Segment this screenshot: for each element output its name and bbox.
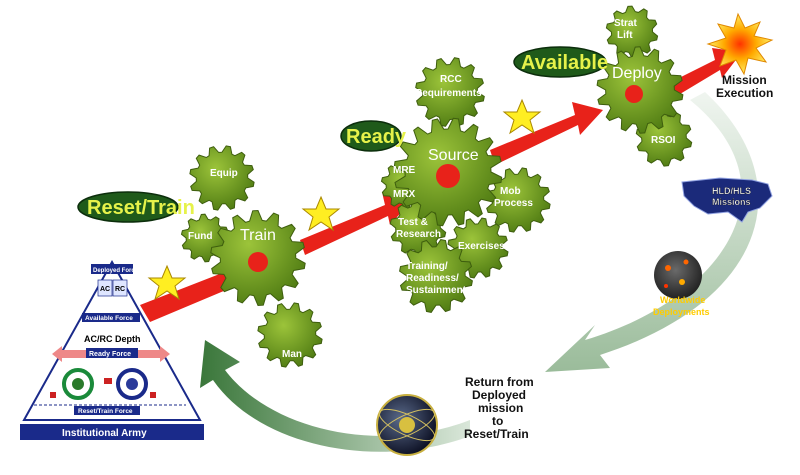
phase-reset-train-label: Reset/Train bbox=[87, 197, 195, 219]
star-icon bbox=[502, 98, 542, 135]
gear-label-train: Train bbox=[240, 227, 276, 244]
mission-execution-line2: Execution bbox=[716, 86, 773, 100]
return-line2: Deployed bbox=[472, 388, 526, 402]
return-line5: Reset/Train bbox=[464, 427, 529, 441]
world-globe-icon bbox=[654, 251, 702, 299]
army-seal-emblem bbox=[376, 394, 438, 456]
phase-ready-label: Ready bbox=[346, 126, 407, 148]
gear-label-rcc-2: Requirements bbox=[415, 88, 482, 99]
pyramid-ready-force: Ready Force bbox=[89, 351, 131, 358]
gear-label-rsoi: RSOI bbox=[651, 135, 676, 146]
phase-available: Available bbox=[513, 46, 608, 78]
gear-label-man: Man bbox=[282, 349, 302, 360]
gear-label-test-2: Research bbox=[396, 229, 441, 240]
return-arrow-right-band bbox=[545, 92, 759, 372]
pyramid-ac: AC bbox=[100, 286, 110, 293]
star-icon bbox=[147, 264, 187, 301]
force-pyramid: Deployed Force AC RC Available Force AC/… bbox=[20, 259, 204, 440]
pyramid-deployed-force: Deployed Force bbox=[93, 268, 139, 274]
source-gear-hub bbox=[436, 164, 460, 188]
gear-label-exercises: Exercises bbox=[458, 241, 505, 252]
gear-clusters bbox=[180, 5, 693, 368]
return-line4: to bbox=[492, 414, 503, 428]
gear-label-test-1: Test & bbox=[398, 217, 428, 228]
star-markers bbox=[147, 98, 542, 301]
gear-label-strat-1: Strat bbox=[614, 18, 637, 29]
worldwide-line1: Worldwide bbox=[660, 295, 705, 305]
pyramid-rc: RC bbox=[115, 286, 125, 293]
rsoi-gear bbox=[635, 109, 693, 167]
gear-label-mre: MRE bbox=[393, 165, 416, 176]
gear-label-trs-2: Readiness/ bbox=[406, 273, 459, 284]
us-map-icon bbox=[681, 177, 773, 223]
phase-reset-train: Reset/Train bbox=[77, 191, 195, 223]
training-gear bbox=[399, 239, 473, 313]
phase-available-label: Available bbox=[521, 52, 608, 74]
gear-label-trs-1: Training/ bbox=[406, 261, 448, 272]
gear-label-deploy: Deploy bbox=[612, 65, 662, 82]
explosion-burst-icon bbox=[706, 12, 774, 76]
phase-ready: Ready bbox=[340, 120, 407, 152]
pyramid-reset-train-force: Reset/Train Force bbox=[78, 408, 133, 415]
deploy-gear-hub bbox=[625, 85, 643, 103]
strat-lift-gear bbox=[605, 5, 659, 59]
rcc-gear bbox=[415, 57, 485, 127]
hld-line1: HLD/HLS bbox=[712, 186, 751, 196]
gear-label-rcc-1: RCC bbox=[440, 74, 462, 85]
train-gear-hub bbox=[248, 252, 268, 272]
gear-label-mob-1: Mob bbox=[500, 186, 521, 197]
pyramid-acrc-depth: AC/RC Depth bbox=[84, 334, 141, 344]
mission-execution-line1: Mission bbox=[722, 73, 767, 87]
gear-label-strat-2: Lift bbox=[617, 30, 633, 41]
pyramid-available-force: Available Force bbox=[85, 315, 133, 322]
return-line1: Return from bbox=[465, 375, 534, 389]
pyramid-institutional-army: Institutional Army bbox=[62, 428, 147, 439]
star-icon bbox=[301, 195, 341, 232]
hld-line2: Missions bbox=[712, 197, 751, 207]
gear-label-source: Source bbox=[428, 147, 479, 164]
equip-gear bbox=[189, 145, 255, 211]
man-gear bbox=[257, 302, 323, 368]
return-arrow-bottom-band bbox=[200, 340, 470, 452]
worldwide-line2: Deployments bbox=[653, 307, 710, 317]
gear-label-equip: Equip bbox=[210, 168, 238, 179]
gear-label-mrx: MRX bbox=[393, 189, 416, 200]
gear-label-mob-2: Process bbox=[494, 198, 533, 209]
return-line3: mission bbox=[478, 401, 523, 415]
gear-label-fund: Fund bbox=[188, 231, 212, 242]
gear-label-trs-3: Sustainment bbox=[406, 285, 467, 296]
